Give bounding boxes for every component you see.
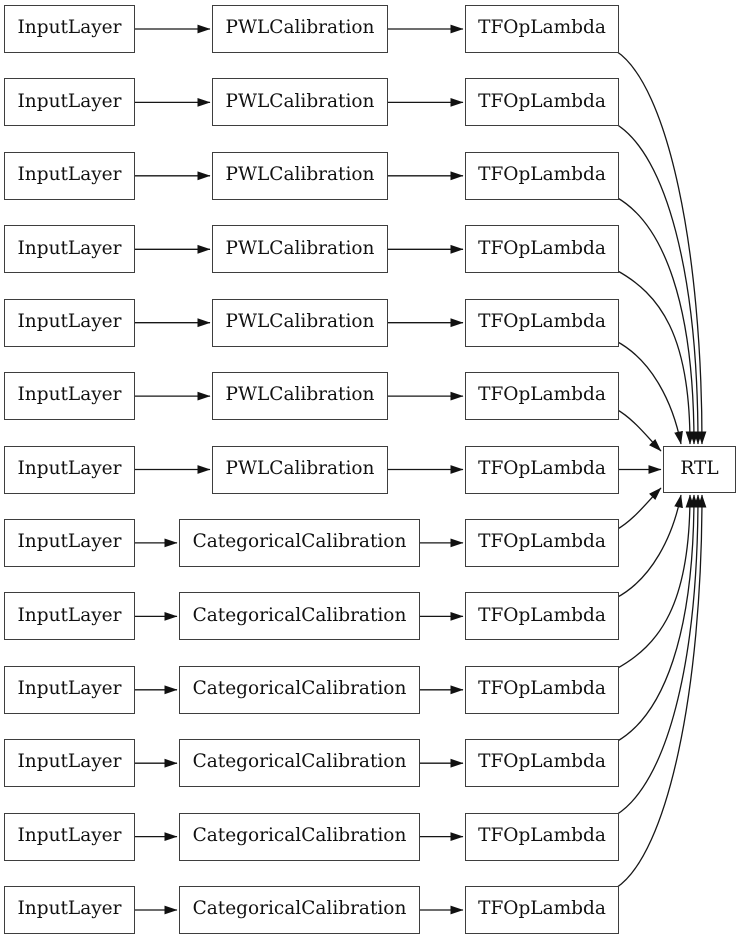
node-inputlayer: InputLayer <box>4 518 135 567</box>
edge-op-rtl <box>615 494 699 743</box>
node-categorical-calibration: CategoricalCalibration <box>179 812 420 861</box>
node-inputlayer: InputLayer <box>4 5 135 53</box>
edge-op-rtl <box>615 494 703 816</box>
node-tfop-lambda: TFOpLambda <box>465 151 619 200</box>
node-categorical-calibration: CategoricalCalibration <box>179 739 420 788</box>
node-inputlayer: InputLayer <box>4 739 135 788</box>
node-tfop-lambda: TFOpLambda <box>465 372 619 421</box>
node-tfop-lambda: TFOpLambda <box>465 225 619 274</box>
node-tfop-lambda: TFOpLambda <box>465 518 619 567</box>
node-pwl-calibration: PWLCalibration <box>212 445 388 494</box>
node-inputlayer: InputLayer <box>4 298 135 347</box>
node-inputlayer: InputLayer <box>4 372 135 421</box>
edge-op-rtl <box>615 269 695 445</box>
node-inputlayer: InputLayer <box>4 78 135 127</box>
edge-op-rtl <box>615 494 683 599</box>
edge-op-rtl <box>615 494 695 670</box>
node-tfop-lambda: TFOpLambda <box>465 445 619 494</box>
node-tfop-lambda: TFOpLambda <box>465 812 619 861</box>
node-pwl-calibration: PWLCalibration <box>212 151 388 200</box>
node-tfop-lambda: TFOpLambda <box>465 298 619 347</box>
node-inputlayer: InputLayer <box>4 812 135 861</box>
node-tfop-lambda: TFOpLambda <box>465 78 619 127</box>
edge-op-rtl <box>615 196 699 445</box>
node-categorical-calibration: CategoricalCalibration <box>179 592 420 641</box>
node-categorical-calibration: CategoricalCalibration <box>179 886 420 934</box>
node-categorical-calibration: CategoricalCalibration <box>179 518 420 567</box>
node-tfop-lambda: TFOpLambda <box>465 5 619 53</box>
node-tfop-lambda: TFOpLambda <box>465 739 619 788</box>
edge-op-rtl <box>615 340 683 445</box>
node-pwl-calibration: PWLCalibration <box>212 298 388 347</box>
node-pwl-calibration: PWLCalibration <box>212 372 388 421</box>
node-pwl-calibration: PWLCalibration <box>212 5 388 53</box>
node-inputlayer: InputLayer <box>4 592 135 641</box>
node-categorical-calibration: CategoricalCalibration <box>179 665 420 714</box>
node-inputlayer: InputLayer <box>4 151 135 200</box>
edge-op-rtl <box>615 487 662 531</box>
edge-op-rtl <box>615 408 662 452</box>
node-pwl-calibration: PWLCalibration <box>212 78 388 127</box>
node-pwl-calibration: PWLCalibration <box>212 225 388 274</box>
node-inputlayer: InputLayer <box>4 225 135 274</box>
node-inputlayer: InputLayer <box>4 445 135 494</box>
node-inputlayer: InputLayer <box>4 886 135 934</box>
node-rtl: RTL <box>663 446 736 493</box>
node-tfop-lambda: TFOpLambda <box>465 886 619 934</box>
node-tfop-lambda: TFOpLambda <box>465 592 619 641</box>
edge-op-rtl <box>615 50 707 445</box>
node-inputlayer: InputLayer <box>4 665 135 714</box>
node-tfop-lambda: TFOpLambda <box>465 665 619 714</box>
edge-op-rtl <box>615 123 703 445</box>
edge-op-rtl <box>615 494 707 889</box>
